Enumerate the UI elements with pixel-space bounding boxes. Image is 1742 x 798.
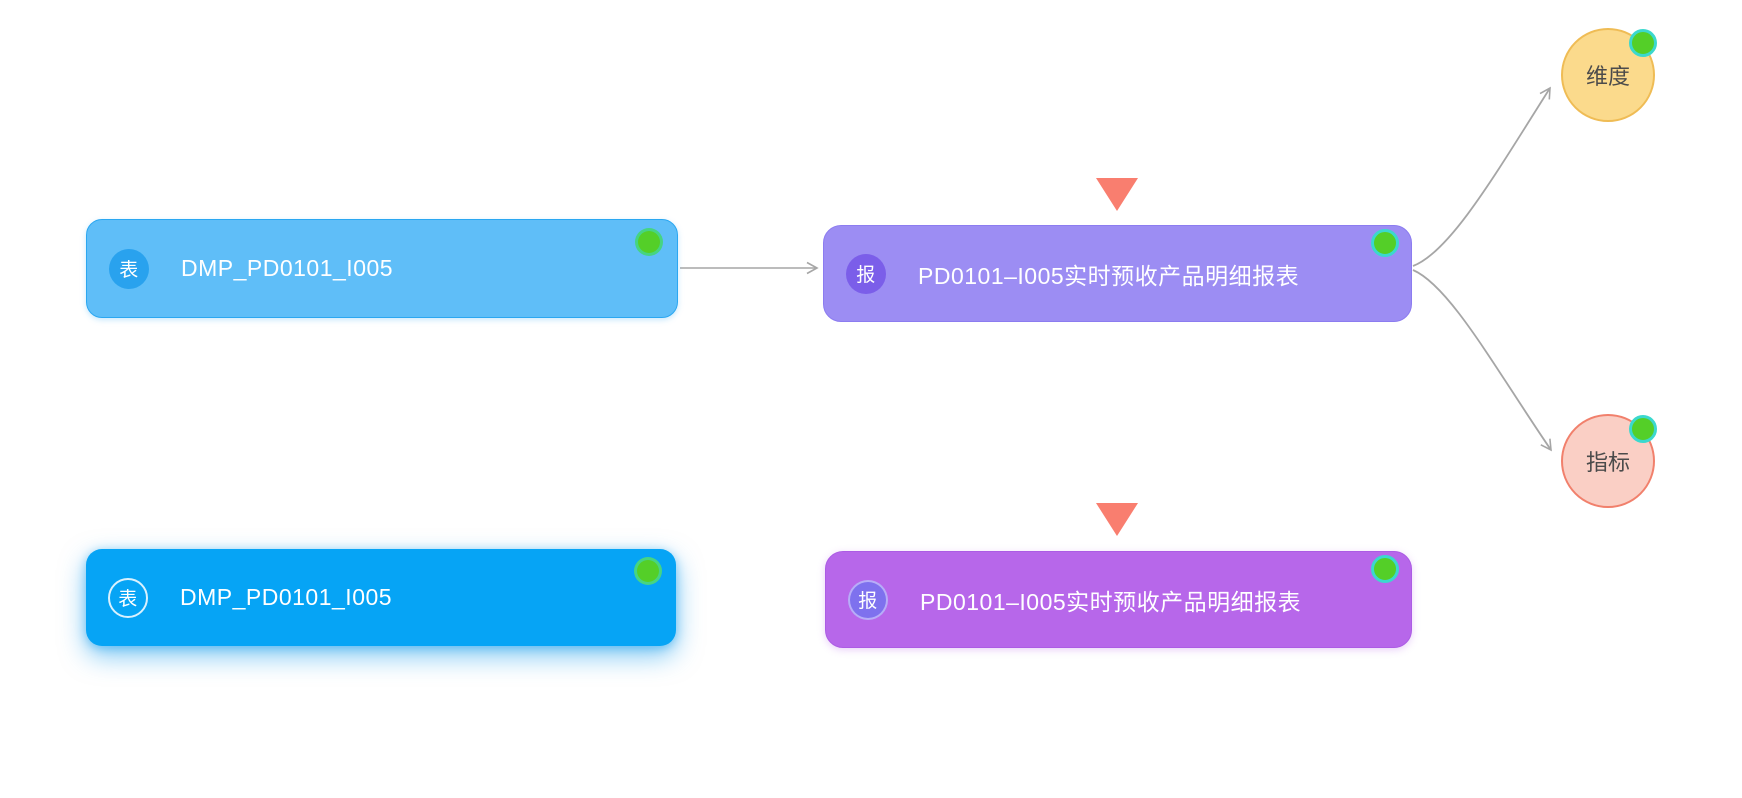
report-icon-glyph: 报 xyxy=(858,591,878,612)
expand-triangle-marker-bottom xyxy=(1096,503,1138,536)
terminal-label: 指标 xyxy=(1585,450,1630,475)
node-label: PD0101–I005实时预收产品明细报表 xyxy=(918,262,1300,289)
terminal-label: 维度 xyxy=(1585,64,1630,89)
edge-report-to-metric xyxy=(1412,269,1552,452)
node-label: DMP_PD0101_I005 xyxy=(180,584,393,610)
status-dot xyxy=(1629,415,1657,443)
node-label: DMP_PD0101_I005 xyxy=(181,255,394,281)
node-table-selected[interactable]: 表 DMP_PD0101_I005 xyxy=(86,549,676,646)
node-label: PD0101–I005实时预收产品明细报表 xyxy=(920,588,1302,615)
node-report-bottom[interactable]: 报 PD0101–I005实时预收产品明细报表 xyxy=(825,551,1412,648)
table-icon-glyph: 表 xyxy=(119,260,139,281)
report-icon: 报 xyxy=(846,253,886,294)
report-icon: 报 xyxy=(848,579,888,620)
node-table-top[interactable]: 表 DMP_PD0101_I005 xyxy=(86,219,678,318)
status-dot xyxy=(634,557,662,585)
table-icon: 表 xyxy=(109,248,149,289)
status-dot xyxy=(635,228,663,256)
status-dot xyxy=(1371,555,1399,583)
status-dot xyxy=(1371,229,1399,257)
status-dot xyxy=(1629,29,1657,57)
table-icon-glyph: 表 xyxy=(118,589,138,610)
table-icon: 表 xyxy=(108,577,148,618)
report-icon-glyph: 报 xyxy=(856,265,876,286)
edge-report-to-dimension xyxy=(1412,86,1551,267)
node-metric[interactable]: 指标 xyxy=(1561,414,1657,508)
node-report-top[interactable]: 报 PD0101–I005实时预收产品明细报表 xyxy=(823,225,1412,322)
expand-triangle-marker-top xyxy=(1096,178,1138,211)
node-dimension[interactable]: 维度 xyxy=(1561,28,1657,122)
